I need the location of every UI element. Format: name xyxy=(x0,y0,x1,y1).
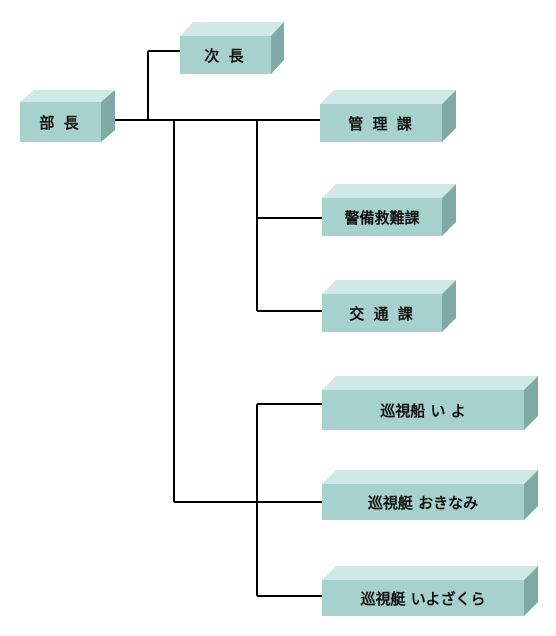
connector-lines xyxy=(115,50,322,597)
box-deputy: 次 長 xyxy=(180,22,284,74)
division-3-label: 交 通 課 xyxy=(349,305,414,323)
box-division-3: 交 通 課 xyxy=(322,280,456,332)
box-division-1: 管 理 課 xyxy=(320,90,456,142)
box-vessel-3: 巡視艇 いよざくら xyxy=(322,566,538,616)
vessel-2-label: 巡視艇 おきなみ xyxy=(368,494,478,512)
division-1-label: 管 理 課 xyxy=(348,115,413,133)
box-head: 部 長 xyxy=(20,90,115,142)
box-vessel-2: 巡視艇 おきなみ xyxy=(322,470,538,520)
vessel-3-label: 巡視艇 いよざくら xyxy=(361,590,486,608)
box-division-2: 警備救難課 xyxy=(322,184,456,236)
vessel-1-label: 巡視船 い よ xyxy=(380,402,465,420)
division-2-label: 警備救難課 xyxy=(343,209,420,227)
head-label: 部 長 xyxy=(39,114,80,132)
deputy-label: 次 長 xyxy=(204,47,245,65)
box-vessel-1: 巡視船 い よ xyxy=(322,376,538,430)
